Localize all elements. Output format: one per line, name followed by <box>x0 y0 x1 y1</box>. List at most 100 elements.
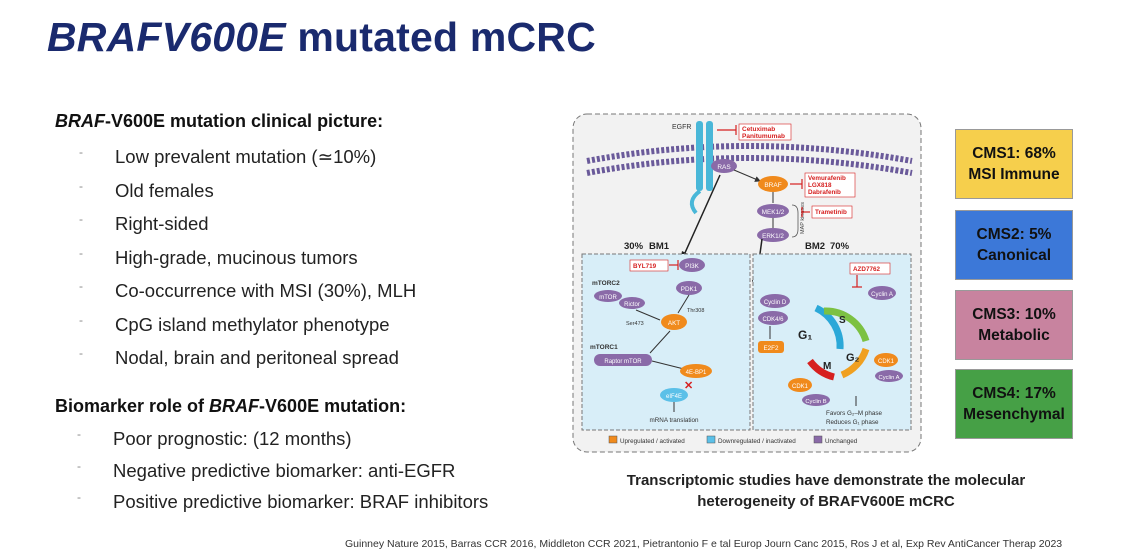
svg-text:MAP kinases: MAP kinases <box>800 202 806 234</box>
cdk1b-node <box>788 378 812 392</box>
4ebp1-node <box>680 364 712 378</box>
svg-text:PI3K: PI3K <box>685 263 699 270</box>
bm2-label: BM2 <box>805 241 825 252</box>
braf-inhibitors <box>804 172 856 198</box>
diagram-caption: Transcriptomic studies have demonstrate … <box>626 472 1026 510</box>
diagram-legend: Upregulated / activated Downregulated / … <box>608 435 858 445</box>
cyclin-a2-node <box>875 370 903 382</box>
slide-title: BRAFV600E mutated mCRC <box>47 14 596 61</box>
svg-text:BRAF: BRAF <box>764 182 781 189</box>
mek-inhibitor <box>811 205 853 219</box>
egfr-label: EGFR <box>672 124 691 131</box>
svg-text:Cyclin A: Cyclin A <box>871 292 893 298</box>
cyclin-a-node <box>868 286 896 300</box>
svg-text:G₂: G₂ <box>846 352 860 364</box>
biomarker-item: - Negative predictive biomarker: anti-EGF… <box>77 459 488 492</box>
bullet-dash-icon: - <box>77 490 81 504</box>
svg-text:Dabrafenib: Dabrafenib <box>808 189 841 196</box>
clinical-item: - Co-occurrence with MSI (30%), MLH <box>79 279 417 314</box>
biomarker-item-text: Negative predictive biomarker: anti-EGFR <box>113 459 456 481</box>
svg-text:Cyclin A: Cyclin A <box>879 375 900 381</box>
pi3k-node <box>679 258 705 272</box>
braf-node <box>758 176 788 192</box>
pi3k-inhibitor <box>629 259 669 272</box>
cell-membrane <box>586 143 913 176</box>
erk-node <box>757 228 789 242</box>
svg-text:Cyclin D: Cyclin D <box>764 300 787 306</box>
bullet-dash-icon: - <box>79 346 83 360</box>
cyclin-d-node <box>760 294 790 308</box>
biomarker-item: - Poor prognostic: (12 months) <box>77 427 488 460</box>
svg-text:Reduces G₁ phase: Reduces G₁ phase <box>826 419 879 426</box>
clinical-item-text: Low prevalent mutation (≃10%) <box>115 146 377 167</box>
svg-text:CDK4/6: CDK4/6 <box>762 317 784 323</box>
eif4e-node <box>660 388 688 402</box>
clinical-item-text: Right-sided <box>115 213 209 234</box>
bm1-percent: 30% <box>624 241 644 252</box>
cms4-box: CMS4: 17%Mesenchymal <box>955 369 1073 439</box>
clinical-item: - Nodal, brain and peritoneal spread <box>79 346 416 381</box>
svg-text:Ser473: Ser473 <box>626 321 644 327</box>
ras-node <box>711 159 737 173</box>
svg-text:Favors G₂–M phase: Favors G₂–M phase <box>826 410 882 417</box>
title-gene: BRAFV600E <box>47 14 286 60</box>
svg-text:Rictor: Rictor <box>624 302 640 308</box>
biomarker-list: - Poor prognostic: (12 months) - Negative p… <box>77 427 489 523</box>
cyclin-b-node <box>802 394 830 406</box>
bullet-dash-icon: - <box>77 458 81 473</box>
pdk1-node <box>676 281 702 295</box>
svg-text:mTOR: mTOR <box>599 295 617 301</box>
clinical-item-text: High-grade, mucinous tumors <box>115 246 358 268</box>
svg-text:RAS: RAS <box>717 164 731 171</box>
biomarker-item: - Positive predictive biomarker: BRAF inh… <box>77 490 489 523</box>
svg-text:Raptor mTOR: Raptor mTOR <box>604 359 642 365</box>
biomarker-item-text: Positive predictive biomarker: BRAF inhi… <box>113 491 489 512</box>
svg-text:Upregulated / activated: Upregulated / activated <box>620 438 685 445</box>
svg-text:Downregulated / inactivated: Downregulated / inactivated <box>718 438 796 445</box>
cms3-box: CMS3: 10%Metabolic <box>955 290 1073 360</box>
svg-text:Cyclin B: Cyclin B <box>805 399 826 405</box>
bullet-dash-icon: - <box>79 245 83 260</box>
bullet-dash-icon: - <box>79 279 83 293</box>
bm2-percent: 70% <box>830 241 850 252</box>
bullet-dash-icon: - <box>77 427 81 441</box>
svg-text:Thr308: Thr308 <box>687 308 704 314</box>
cdk1-node <box>874 353 898 367</box>
svg-text:PDK1: PDK1 <box>681 286 698 293</box>
clinical-list: - Low prevalent mutation (≃10%) - Old femal… <box>79 145 417 381</box>
clinical-item: - High-grade, mucinous tumors <box>79 246 416 281</box>
clinical-item-text: CpG island methylator phenotype <box>115 313 390 335</box>
svg-text:eIF4E: eIF4E <box>666 394 682 400</box>
clinical-item-text: Nodal, brain and peritoneal spread <box>115 347 399 368</box>
svg-text:E2F2: E2F2 <box>763 345 779 352</box>
svg-text:AZD7762: AZD7762 <box>853 266 880 273</box>
biomarker-heading: Biomarker role of BRAF-V600E mutation: <box>55 396 407 416</box>
clinical-item: -CpG island methylator phenotype <box>79 313 416 348</box>
svg-text:CDK1: CDK1 <box>878 359 895 365</box>
cms2-box: CMS2: 5%Canonical <box>955 210 1073 280</box>
raptor-mtor-node <box>594 354 652 366</box>
clinical-item-text: Old females <box>115 179 214 201</box>
cell-cycle-wheel <box>807 304 870 381</box>
clinical-heading: BRAF-V600E mutation clinical picture: <box>55 111 384 131</box>
anti-egfr-drugs <box>738 123 792 141</box>
mtor-node <box>594 290 622 302</box>
clinical-item: - Low prevalent mutation (≃10%) <box>79 145 416 180</box>
svg-text:AKT: AKT <box>668 320 680 327</box>
svg-text:Panitumumab: Panitumumab <box>742 133 785 140</box>
svg-text:BYL719: BYL719 <box>633 263 657 270</box>
bullet-dash-icon: - <box>79 212 83 226</box>
bullet-dash-icon: - <box>79 145 83 159</box>
pathway-diagram: EGFR Cetuximab Panitumumab RAS BRAF Vemu… <box>572 113 922 453</box>
svg-text:mTORC2: mTORC2 <box>592 280 620 287</box>
svg-text:M: M <box>823 361 831 372</box>
title-rest: mutated mCRC <box>285 14 596 60</box>
svg-text:ERK1/2: ERK1/2 <box>762 233 784 240</box>
svg-text:CDK1: CDK1 <box>792 384 809 390</box>
biomarker-item-text: Poor prognostic: (12 months) <box>113 428 352 449</box>
svg-text:Unchanged: Unchanged <box>825 438 858 445</box>
clinical-item-text: Co-occurrence with MSI (30%), MLH <box>115 280 417 301</box>
inhibition-cross-icon: ✕ <box>684 380 693 392</box>
mek-node <box>757 204 789 218</box>
svg-text:Vemurafenib: Vemurafenib <box>808 175 846 182</box>
